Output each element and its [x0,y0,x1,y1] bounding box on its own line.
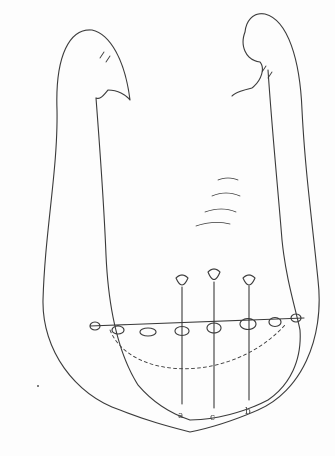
knot-middle [208,269,220,280]
left-tick-marks [100,52,110,62]
knot-right [243,275,255,285]
suture-line [90,318,304,326]
stitch-oval [140,328,156,336]
stitch-oval [112,326,124,334]
center-wavy-stroke-3 [205,209,236,212]
right-inner-edge [190,70,300,420]
outer-outline [43,14,319,432]
left-inner-edge [96,98,190,420]
right-tick-marks [262,66,272,78]
knot-left [176,275,188,285]
left-flap [92,30,130,100]
right-flap [232,32,262,96]
label-b: b [245,407,251,417]
label-a: a [178,411,184,421]
label-c: c [210,413,215,423]
dashed-arc [110,325,285,369]
center-wavy-stroke-2 [212,193,240,196]
center-wavy-stroke-1 [218,178,238,180]
center-wavy-stroke-4 [196,222,230,226]
stray-dot [37,385,39,387]
